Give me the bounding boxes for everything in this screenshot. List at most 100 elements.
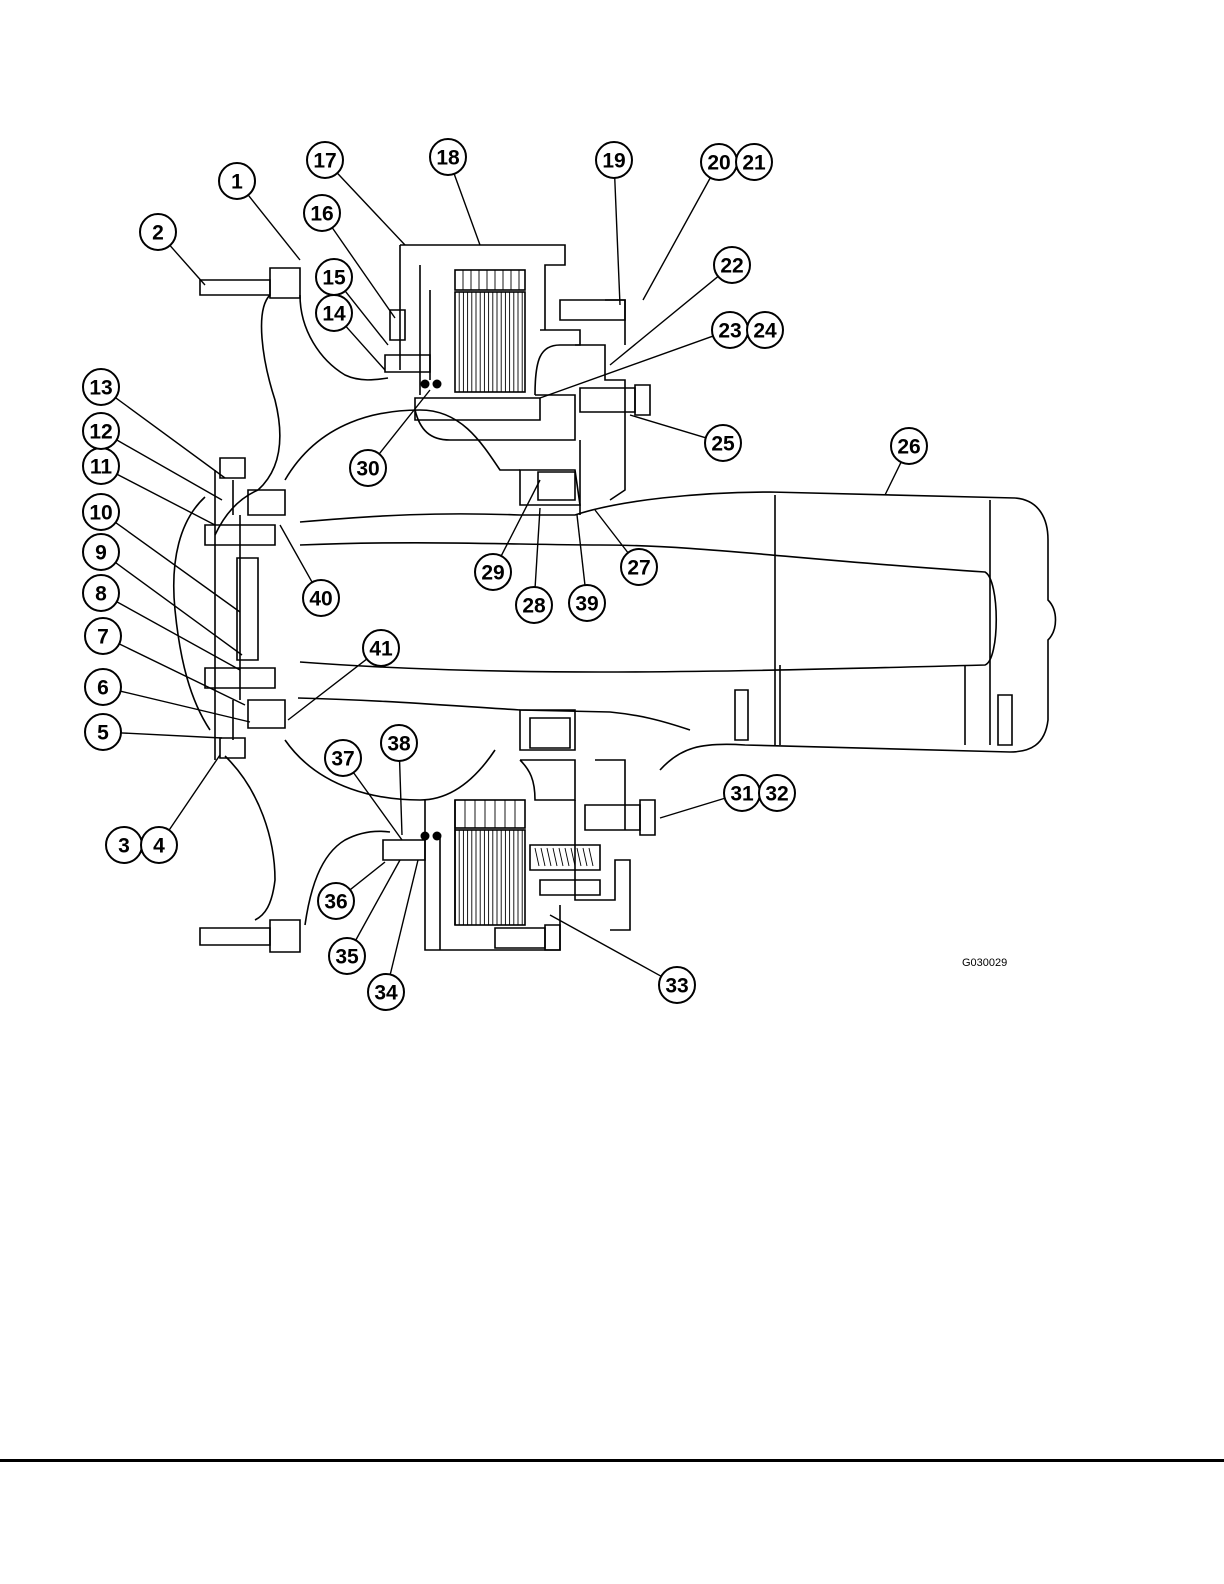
callout-number: 19	[602, 150, 625, 173]
spring-coil	[559, 848, 563, 866]
leader-5	[121, 733, 222, 738]
upper-disc-pack	[455, 292, 525, 392]
part-outline	[520, 760, 575, 800]
callout-27: 27	[621, 549, 657, 585]
part-outline	[258, 295, 280, 490]
callout-number: 35	[335, 946, 359, 969]
callout-11: 11	[83, 448, 119, 484]
part-outline	[580, 388, 635, 412]
callout-22: 22	[714, 247, 750, 283]
callout-number: 22	[720, 255, 743, 278]
callout-number: 26	[897, 436, 920, 459]
leader-18	[454, 174, 480, 245]
leader-12	[117, 440, 222, 500]
leader-33	[550, 915, 661, 976]
leader-6	[121, 691, 250, 722]
callout-17: 17	[307, 142, 343, 178]
callout-24: 24	[747, 312, 783, 348]
callout-13: 13	[83, 369, 119, 405]
leader-37	[354, 773, 402, 840]
part-outline	[248, 700, 285, 728]
part-outline	[200, 928, 270, 945]
callout-34: 34	[368, 974, 404, 1010]
callout-number: 32	[765, 783, 788, 806]
leader-22	[610, 276, 718, 365]
callout-23: 23	[712, 312, 748, 348]
callout-number: 13	[89, 377, 112, 400]
part-outline	[595, 760, 625, 830]
part-outline	[575, 345, 625, 500]
leader-27	[595, 510, 628, 553]
part-outline	[270, 268, 300, 298]
leader-38	[400, 761, 402, 835]
part-outline	[575, 800, 630, 930]
lower-pressure-plate-outline	[455, 800, 525, 828]
callout-number: 20	[707, 152, 730, 175]
part-outline	[300, 492, 1056, 770]
leader-13	[116, 398, 225, 478]
spring-coil	[553, 848, 557, 866]
leader-41	[288, 659, 367, 720]
lower-disc-pack-outline	[455, 830, 525, 925]
leader-26	[885, 462, 901, 495]
callout-8: 8	[83, 575, 119, 611]
callout-38: 38	[381, 725, 417, 761]
callout-37: 37	[325, 740, 361, 776]
o-ring	[433, 380, 442, 389]
part-outline	[530, 718, 570, 748]
part-outline	[545, 925, 560, 950]
leader-31	[660, 798, 725, 818]
callout-number: 10	[89, 502, 112, 525]
callout-25: 25	[705, 425, 741, 461]
callout-40: 40	[303, 580, 339, 616]
callout-number: 37	[331, 748, 354, 771]
callout-26: 26	[891, 428, 927, 464]
callout-1: 1	[219, 163, 255, 199]
callout-41: 41	[363, 630, 399, 666]
callout-30: 30	[350, 450, 386, 486]
callout-number: 4	[153, 835, 165, 858]
callout-number: 31	[730, 783, 754, 806]
lower-disc-pack	[455, 830, 525, 925]
leader-8	[117, 602, 240, 670]
upper-disc-pack-outline	[455, 292, 525, 392]
callout-33: 33	[659, 967, 695, 1003]
part-outline	[415, 398, 540, 420]
callout-number: 25	[711, 433, 735, 456]
callout-number: 29	[481, 562, 504, 585]
part-outline	[605, 300, 625, 345]
spring-coil	[535, 848, 539, 866]
leader-19	[615, 178, 620, 305]
callout-39: 39	[569, 585, 605, 621]
callout-number: 23	[718, 320, 741, 343]
callout-6: 6	[85, 669, 121, 705]
o-ring	[421, 832, 430, 841]
callout-18: 18	[430, 139, 466, 175]
leader-39	[577, 515, 585, 585]
leader-1	[248, 195, 300, 260]
callout-number: 28	[522, 595, 546, 618]
part-outline	[225, 756, 275, 920]
callout-number: 33	[665, 975, 688, 998]
callout-number: 38	[387, 733, 411, 756]
callout-number: 30	[356, 458, 379, 481]
callout-19: 19	[596, 142, 632, 178]
callout-number: 12	[89, 421, 112, 444]
part-outline	[735, 690, 748, 740]
spring-coil	[547, 848, 551, 866]
callout-2: 2	[140, 214, 176, 250]
callout-29: 29	[475, 554, 511, 590]
part-outline	[200, 280, 270, 295]
callout-14: 14	[316, 295, 352, 331]
leader-17	[337, 173, 405, 245]
callout-number: 21	[742, 152, 766, 175]
brake-release-spring	[535, 848, 593, 866]
part-outline	[270, 920, 300, 952]
callout-number: 40	[309, 588, 332, 611]
leader-11	[117, 474, 215, 525]
leader-36	[350, 862, 385, 890]
callout-32: 32	[759, 775, 795, 811]
part-outline	[415, 395, 575, 440]
callout-number: 14	[322, 303, 346, 326]
callout-9: 9	[83, 534, 119, 570]
